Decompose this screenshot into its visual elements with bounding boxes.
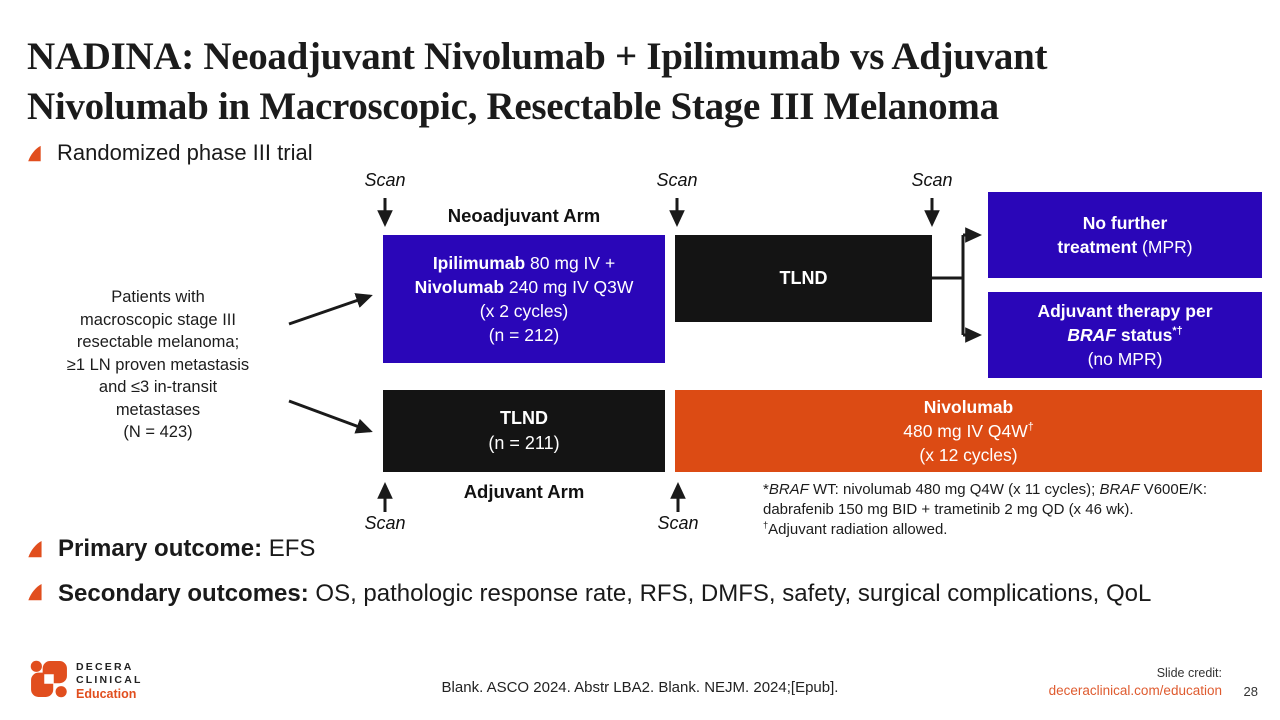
logo-line-3: Education [76,687,137,701]
scan-label-bottom-1: Scan [364,513,406,533]
scan-label-top-3: Scan [911,170,953,190]
arrow-patients-to-adj [288,399,373,434]
text-line: resectable melanoma; [76,333,240,351]
decera-logo-text: DECERA CLINICAL Education [76,661,143,702]
text-line: dabrafenib 150 mg BID + trametinib 2 mg … [763,501,1134,518]
decera-logo: DECERA CLINICAL Education [30,660,143,703]
bullet-primary-outcome: Primary outcome: EFS [27,535,315,563]
decera-logo-icon [30,660,68,703]
scan-label-top-2: Scan [656,170,698,190]
slide-credit-label: Slide credit: [1156,666,1222,680]
text-line: treatment (MPR) [1057,237,1193,257]
text-line: BRAF status*† [1067,324,1183,345]
no-further-treatment-box: No further treatment (MPR) [988,192,1262,278]
text-line: (x 2 cycles) [479,301,569,321]
text-line: No further [1082,212,1168,233]
title-line-2: Nivolumab in Macroscopic, Resectable Sta… [27,85,999,128]
bullet-fin-icon [27,540,43,558]
slide-credit: Slide credit: deceraclinical.com/educati… [1049,665,1222,699]
text-line: (n = 211) [488,433,560,453]
arrow-patients-to-neo [288,293,373,326]
logo-line-1: DECERA [76,661,134,673]
text-line: macroscopic stage III [80,310,236,329]
tlnd-box-neoadjuvant: TLND [675,235,932,322]
text-line: (x 12 cycles) [919,445,1018,466]
bullet-trial-text: Randomized phase III trial [57,140,313,165]
text-line: (n = 212) [488,325,560,346]
logo-line-2: CLINICAL [76,674,143,686]
bullet-fin-icon [27,583,43,601]
adjuvant-therapy-box: Adjuvant therapy per BRAF status*† (no M… [988,292,1262,378]
neoadjuvant-treatment-box: Ipilimumab 80 mg IV + Nivolumab 240 mg I… [383,235,665,363]
text-line: Patients with [111,288,205,306]
text-line: *BRAF WT: nivolumab 480 mg Q4W (x 11 cyc… [763,481,1208,498]
text-line: and ≤3 in-transit [98,378,218,396]
bullet-randomized-trial: Randomized phase III trial [27,140,313,166]
slide-credit-link[interactable]: deceraclinical.com/education [1048,683,1222,698]
text-line: TLND [500,408,548,429]
patient-population-text: Patients with macroscopic stage III rese… [22,286,294,444]
secondary-outcomes-text: Secondary outcomes: OS, pathologic respo… [58,580,1152,607]
text-line: Nivolumab 240 mg IV Q3W [414,276,634,297]
scan-label-top-1: Scan [364,170,406,190]
text-line: (no MPR) [1087,349,1163,370]
adjuvant-arm-label: Adjuvant Arm [463,481,585,502]
text-line: metastases [115,400,201,419]
text-line: TLND [779,268,828,289]
text-line: Nivolumab [923,396,1014,417]
text-line: 480 mg IV Q4W† [903,420,1034,441]
bracket-tlnd-split [932,235,965,280]
nivolumab-adjuvant-box: Nivolumab 480 mg IV Q4W† (x 12 cycles) [675,390,1262,472]
scan-label-bottom-2: Scan [657,513,699,533]
footnote: *BRAF WT: nivolumab 480 mg Q4W (x 11 cyc… [763,480,1268,540]
text-line: ≥1 LN proven metastasis [66,355,250,374]
text-line: Adjuvant therapy per [1037,300,1213,321]
text-line: †Adjuvant radiation allowed. [763,520,948,538]
neoadjuvant-arm-label: Neoadjuvant Arm [447,205,601,226]
tlnd-box-adjuvant: TLND (n = 211) [383,390,665,472]
bullet-fin-icon [27,145,42,162]
text-line: (N = 423) [123,423,193,441]
text-line: Ipilimumab 80 mg IV + [432,252,616,273]
page-title: NADINA: Neoadjuvant Nivolumab + Ipilimum… [27,32,1048,132]
reference-citation: Blank. ASCO 2024. Abstr LBA2. Blank. NEJ… [441,679,839,696]
primary-outcome-text: Primary outcome: EFS [58,535,316,562]
bullet-secondary-outcomes: Secondary outcomes: OS, pathologic respo… [27,578,1167,609]
title-line-1: NADINA: Neoadjuvant Nivolumab + Ipilimum… [27,35,1048,78]
page-number: 28 [1243,684,1258,699]
